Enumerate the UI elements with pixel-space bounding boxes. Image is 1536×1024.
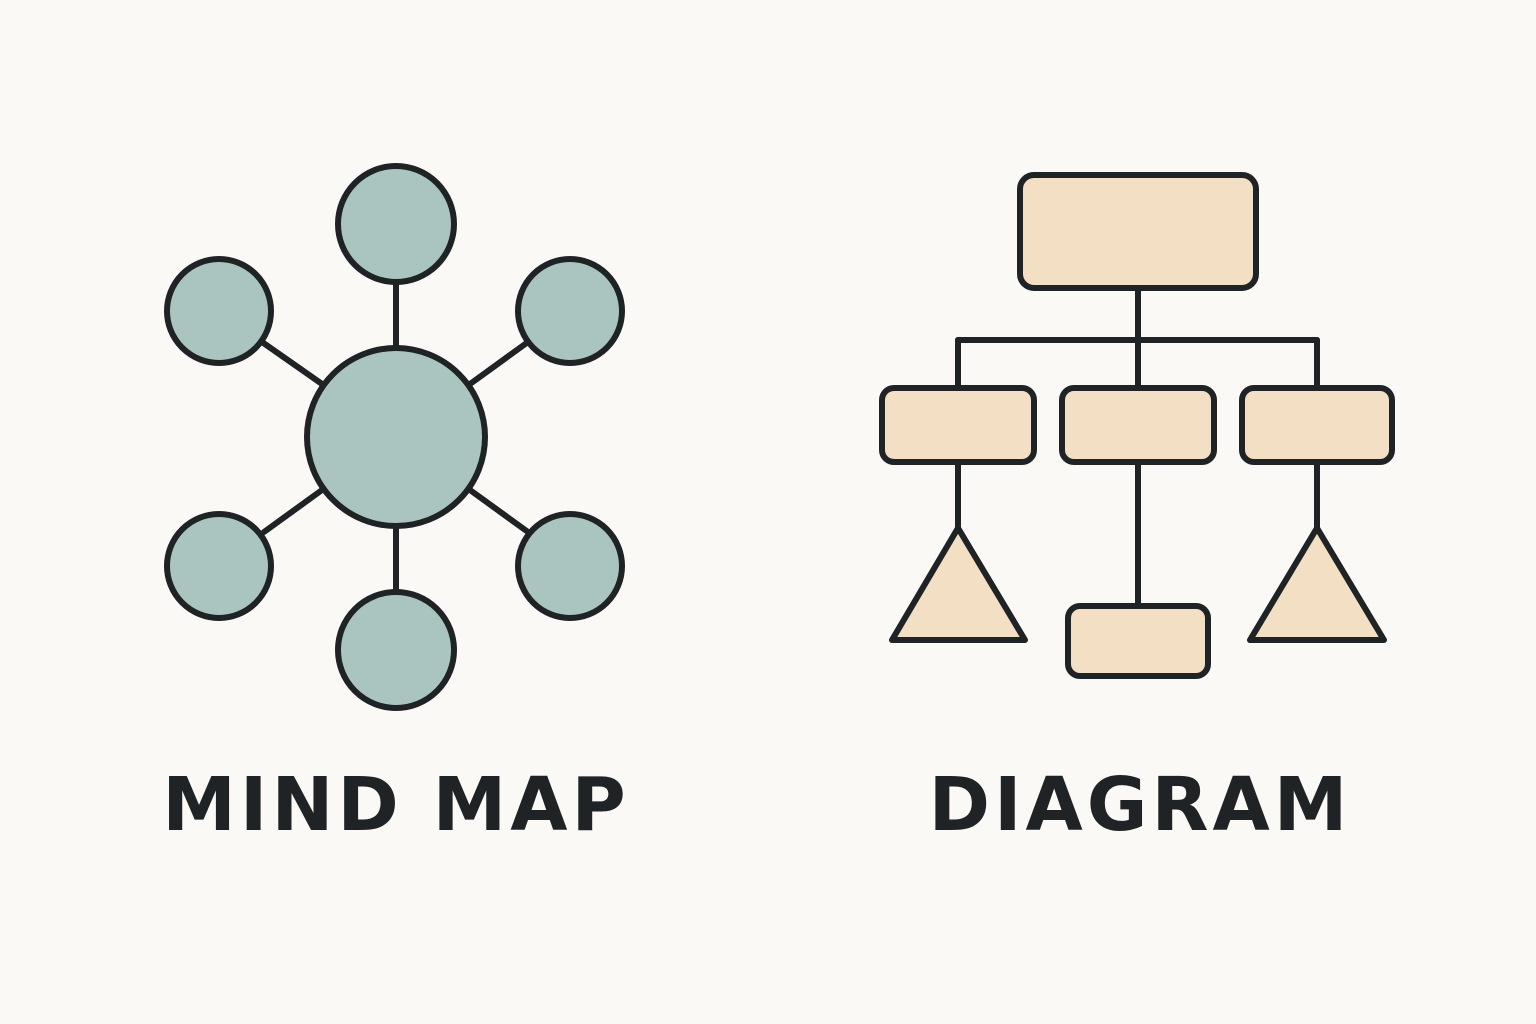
connector-top-left [259,339,325,387]
connector-top-right [467,339,531,387]
diagram-triangle-left [889,525,1028,643]
mind-map-node-top-right [515,256,625,366]
mind-map-node-bottom-right [515,511,625,621]
mind-map-node-top-left [164,256,274,366]
connector-bottom-right [467,487,531,535]
diagram-connectors [955,285,1320,609]
diagram-child-box-right [1239,385,1395,465]
diagram-grandchild-box-middle [1065,603,1211,679]
mind-map-nodes [164,163,625,711]
mind-map-central-node [304,345,488,529]
mind-map-node-bottom-left [164,511,274,621]
connector-bottom-left [261,487,325,535]
diagram-root-box [1017,172,1259,291]
diagram-triangle-right [1247,525,1387,643]
diagram-nodes [879,172,1395,679]
mind-map-connectors [259,279,531,595]
mind-map-node-top [335,163,457,285]
diagram-child-box-left [879,385,1037,465]
diagram-child-box-middle [1059,385,1217,465]
mind-map-node-bottom [335,589,457,711]
mind-map-graphic [164,163,625,711]
diagram-label: DIAGRAM [928,762,1352,848]
mind-map-label: MIND MAP [162,762,630,848]
diagram-graphic [879,172,1395,679]
